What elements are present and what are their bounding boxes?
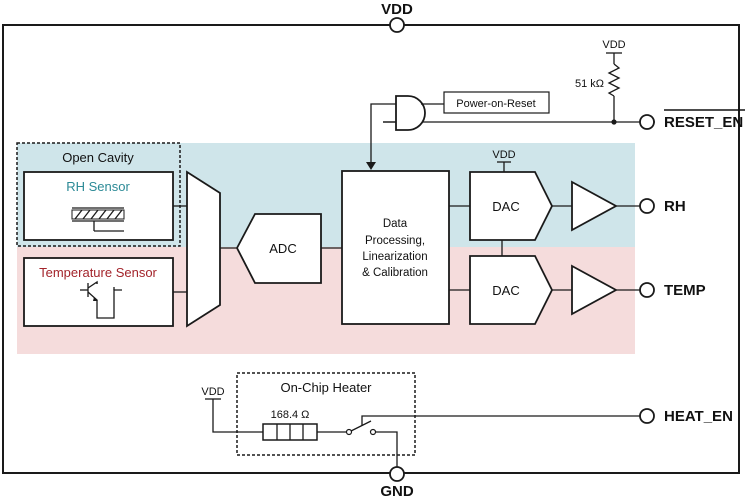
- dac-vdd-label: VDD: [492, 149, 515, 161]
- multiplexer: [186, 170, 221, 328]
- dac-rh-label: DAC: [492, 199, 519, 214]
- temp-pin: [639, 282, 655, 298]
- data-processing-block: [341, 170, 450, 325]
- heater-resistor-symbol: [262, 423, 318, 441]
- temp-pin-label: TEMP: [664, 282, 706, 299]
- transistor-sensor-icon: [80, 280, 122, 319]
- vdd-pin-label: VDD: [381, 1, 413, 18]
- vdd-pin: [389, 17, 405, 33]
- processing-line-3: Linearization: [362, 251, 427, 263]
- heat-en-pin-label: HEAT_EN: [664, 408, 733, 425]
- adc-label: ADC: [269, 241, 296, 256]
- rh-output-buffer: [571, 180, 618, 232]
- open-cavity-label: Open Cavity: [62, 150, 134, 165]
- pullup-vdd-label: VDD: [602, 39, 625, 51]
- dac-rh-block: [469, 171, 554, 241]
- reset-arrowhead: [366, 162, 376, 170]
- power-on-reset-block: [443, 91, 550, 114]
- heater-label: On-Chip Heater: [280, 380, 372, 395]
- heater-vdd-label: VDD: [201, 386, 224, 398]
- power-on-reset-label: Power-on-Reset: [456, 98, 535, 110]
- dac-temp-label: DAC: [492, 283, 519, 298]
- temperature-sensor-label: Temperature Sensor: [39, 265, 157, 280]
- chip-outline: [2, 24, 740, 474]
- pullup-resistor-symbol: [607, 63, 621, 97]
- and-gate: [395, 95, 426, 131]
- heater-resistor-value: 168.4 Ω: [271, 409, 310, 421]
- heat-en-pin: [639, 408, 655, 424]
- capacitor-sensor-icon: [71, 207, 125, 232]
- reset-en-pin: [639, 114, 655, 130]
- rh-pin: [639, 198, 655, 214]
- dac-temp-block: [469, 255, 554, 325]
- temp-output-buffer: [571, 264, 618, 316]
- gnd-pin-label: GND: [380, 483, 414, 500]
- rh-sensor-label: RH Sensor: [66, 179, 130, 194]
- pullup-resistor-value: 51 kΩ: [575, 78, 604, 90]
- processing-line-4: & Calibration: [362, 267, 428, 279]
- heater-switch: [345, 420, 377, 436]
- processing-line-2: Processing,: [365, 235, 425, 247]
- processing-line-1: Data: [383, 218, 408, 230]
- gnd-pin: [389, 466, 405, 482]
- reset-en-pin-label: RESET_EN: [664, 114, 743, 131]
- rh-pin-label: RH: [664, 198, 686, 215]
- open-cavity-box: [16, 142, 181, 247]
- temperature-sensor-block: [23, 257, 174, 327]
